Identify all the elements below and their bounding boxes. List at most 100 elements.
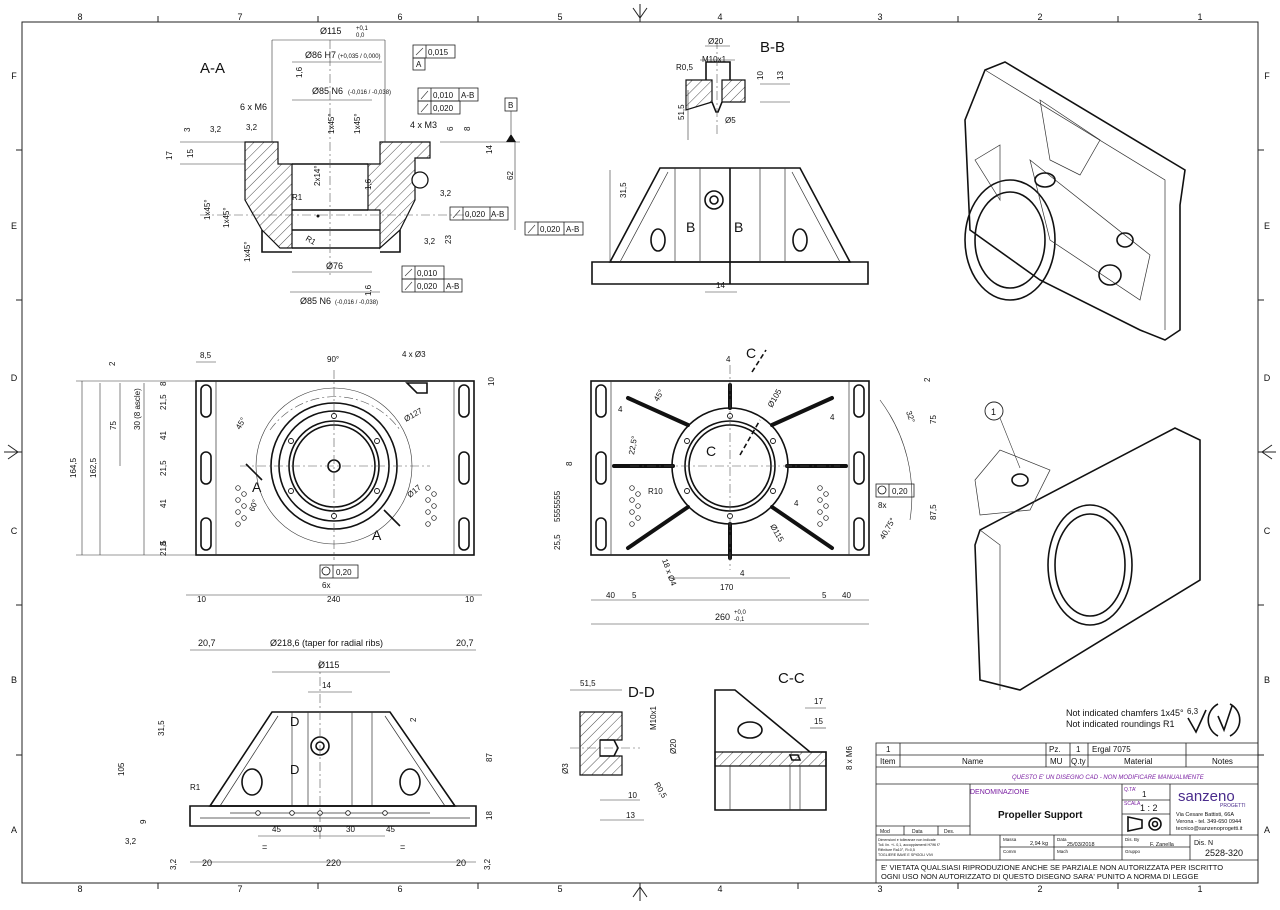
dd-dim-51-5: 51,5 <box>580 679 596 688</box>
pl-dim-10-a: 10 <box>197 595 206 604</box>
section-dd-title: D-D <box>628 684 655 701</box>
pl-cut-a-right: A <box>372 527 382 543</box>
zone-labels: 8 7 6 5 4 3 2 1 8 7 6 5 4 3 2 1 F E D C … <box>11 12 1271 894</box>
pr-dim-5s: 5555555 <box>553 490 562 522</box>
section-bb-detail-left <box>685 79 713 111</box>
svg-text:A-B: A-B <box>461 91 474 100</box>
zone-col-1-bottom: 1 <box>1197 884 1202 894</box>
zone-row-d-right: D <box>1264 373 1271 383</box>
roughness-bracket-left <box>1207 703 1241 737</box>
rough-3-2-a: 3,2 <box>210 125 222 134</box>
gen-note-1: Dimensioni e tolleranze non indicate <box>878 838 936 842</box>
fr-dim-220: 220 <box>326 858 341 868</box>
data2-label: Data <box>1057 837 1067 842</box>
part-name: Propeller Support <box>998 810 1083 821</box>
pl-dim-10-b: 10 <box>465 595 474 604</box>
fr-dim-20-b: 20 <box>456 858 466 868</box>
pl-dim-164-5: 164,5 <box>69 457 78 478</box>
pr-dim-170: 170 <box>720 583 734 592</box>
svg-text:A-B: A-B <box>446 282 459 291</box>
svg-text:0,20: 0,20 <box>892 487 908 496</box>
pl-dim-41-b: 41 <box>159 499 168 508</box>
pr-dim-260-tol-up: +0,0 <box>734 610 747 616</box>
bb-dim-d20: Ø20 <box>708 37 724 46</box>
zone-row-a-right: A <box>1264 825 1270 835</box>
section-cc-title: C-C <box>778 670 805 687</box>
dim-cham-4: 1x45° <box>222 207 231 228</box>
dd-dim-10: 10 <box>628 791 637 800</box>
fr-dim-14: 14 <box>322 681 331 690</box>
title-block: 1 Pz. 1 Ergal 7075 Item Name MU Q.ty Mat… <box>875 742 1259 884</box>
section-bb-view: B-B Ø20 R0,5 M10x1 10 13 51,5 Ø5 31,5 B … <box>591 37 869 293</box>
pr-dim-4-c: 4 <box>830 413 835 422</box>
pl-dim-30: 30 (8 ascle) <box>133 388 142 430</box>
scale-label: SCALA <box>1124 801 1141 807</box>
svg-text:0,015: 0,015 <box>428 48 449 57</box>
zone-col-4-bottom: 4 <box>717 884 722 894</box>
dim-taper: 2x14° <box>313 165 322 186</box>
cc-dim-15: 15 <box>814 717 823 726</box>
bb-dim-14: 14 <box>716 281 725 290</box>
rough-3-2-d: 3,2 <box>424 237 436 246</box>
fr-dim-20-7-a: 20,7 <box>198 638 216 648</box>
gen-note-3: Rifiniture Ra10°, R=0,5 <box>878 848 915 852</box>
pr-dim-5-b: 5 <box>822 591 827 600</box>
front-view: 20,7 Ø218,6 (taper for radial ribs) 20,7… <box>117 638 494 870</box>
massa-value: 2,94 kg <box>1030 841 1048 847</box>
dim-d115: Ø115 <box>320 26 341 36</box>
company-addr-1: Via Cesare Battisti, 66A <box>1176 812 1234 818</box>
dd-dim-r0-5: R0,5 <box>652 781 669 801</box>
zone-col-8: 8 <box>77 12 82 22</box>
col-qty: Q.ty <box>1071 757 1086 766</box>
pl-dim-240: 240 <box>327 595 341 604</box>
bb-dim-m10: M10x1 <box>702 55 727 64</box>
pr-dim-75: 75 <box>929 415 938 424</box>
iso-view-top <box>964 61 1186 341</box>
pr-dim-4-top: 4 <box>726 355 731 364</box>
zone-row-e: E <box>11 221 17 231</box>
dim-d115-tol-lo: 0,0 <box>356 33 365 39</box>
fcf-runout-2: 0,020 A-B <box>449 206 509 221</box>
dd-dim-m10: M10x1 <box>649 705 658 730</box>
svg-text:0,020: 0,020 <box>540 225 561 234</box>
dim-d86: Ø86 H7 <box>305 50 336 60</box>
comm-label: Comm <box>1003 849 1017 854</box>
fr-dim-20-7-b: 20,7 <box>456 638 474 648</box>
pr-dim-22-5deg: 22,5° <box>627 435 639 455</box>
cc-dim-8xm6: 8 x M6 <box>845 745 854 770</box>
des-label: Des. <box>944 829 954 835</box>
pr-fcf-position: 0,20 <box>875 483 915 498</box>
dim-r1-b: R1 <box>304 234 318 247</box>
pl-dim-75: 75 <box>109 421 118 430</box>
zone-row-e-right: E <box>1264 221 1270 231</box>
zone-col-6: 6 <box>397 12 402 22</box>
pr-dim-40-b: 40 <box>842 591 851 600</box>
bb-cut-b-left: B <box>686 219 695 235</box>
dis-n-label: Dis. N <box>1194 840 1213 847</box>
qty-label: Q.TA' <box>1124 787 1136 793</box>
bb-dim-d5: Ø5 <box>725 116 736 125</box>
dim-6xm6: 6 x M6 <box>240 102 267 112</box>
dim-d85-tol-top: (-0,016 / -0,038) <box>348 90 391 96</box>
mod-label: Mod <box>880 829 890 835</box>
pr-qty-8x: 8x <box>878 501 886 510</box>
zone-col-1: 1 <box>1197 12 1202 22</box>
bb-dim-10: 10 <box>756 71 765 80</box>
pr-dim-2: 2 <box>923 377 932 382</box>
svg-text:A: A <box>416 60 422 69</box>
fcf-flatness-1: 0,015 <box>412 44 456 59</box>
datum-b-box: B <box>504 97 518 142</box>
pr-dim-4-bottom: 4 <box>740 569 745 578</box>
dim-62: 62 <box>506 171 515 180</box>
pr-dim-d115: Ø115 <box>768 523 786 544</box>
fr-dim-30-b: 30 <box>346 825 355 834</box>
dim-8: 8 <box>463 126 472 131</box>
balloon-1-label: 1 <box>991 407 996 417</box>
rough-3-2-c: 3,2 <box>440 189 452 198</box>
section-aa-right-wall <box>367 141 431 250</box>
zone-row-f: F <box>11 71 17 81</box>
denominazione-label: DENOMINAZIONE <box>970 789 1029 796</box>
pl-dim-45deg: 45° <box>234 416 248 431</box>
dim-d115-tol-up: +0,1 <box>356 26 369 32</box>
